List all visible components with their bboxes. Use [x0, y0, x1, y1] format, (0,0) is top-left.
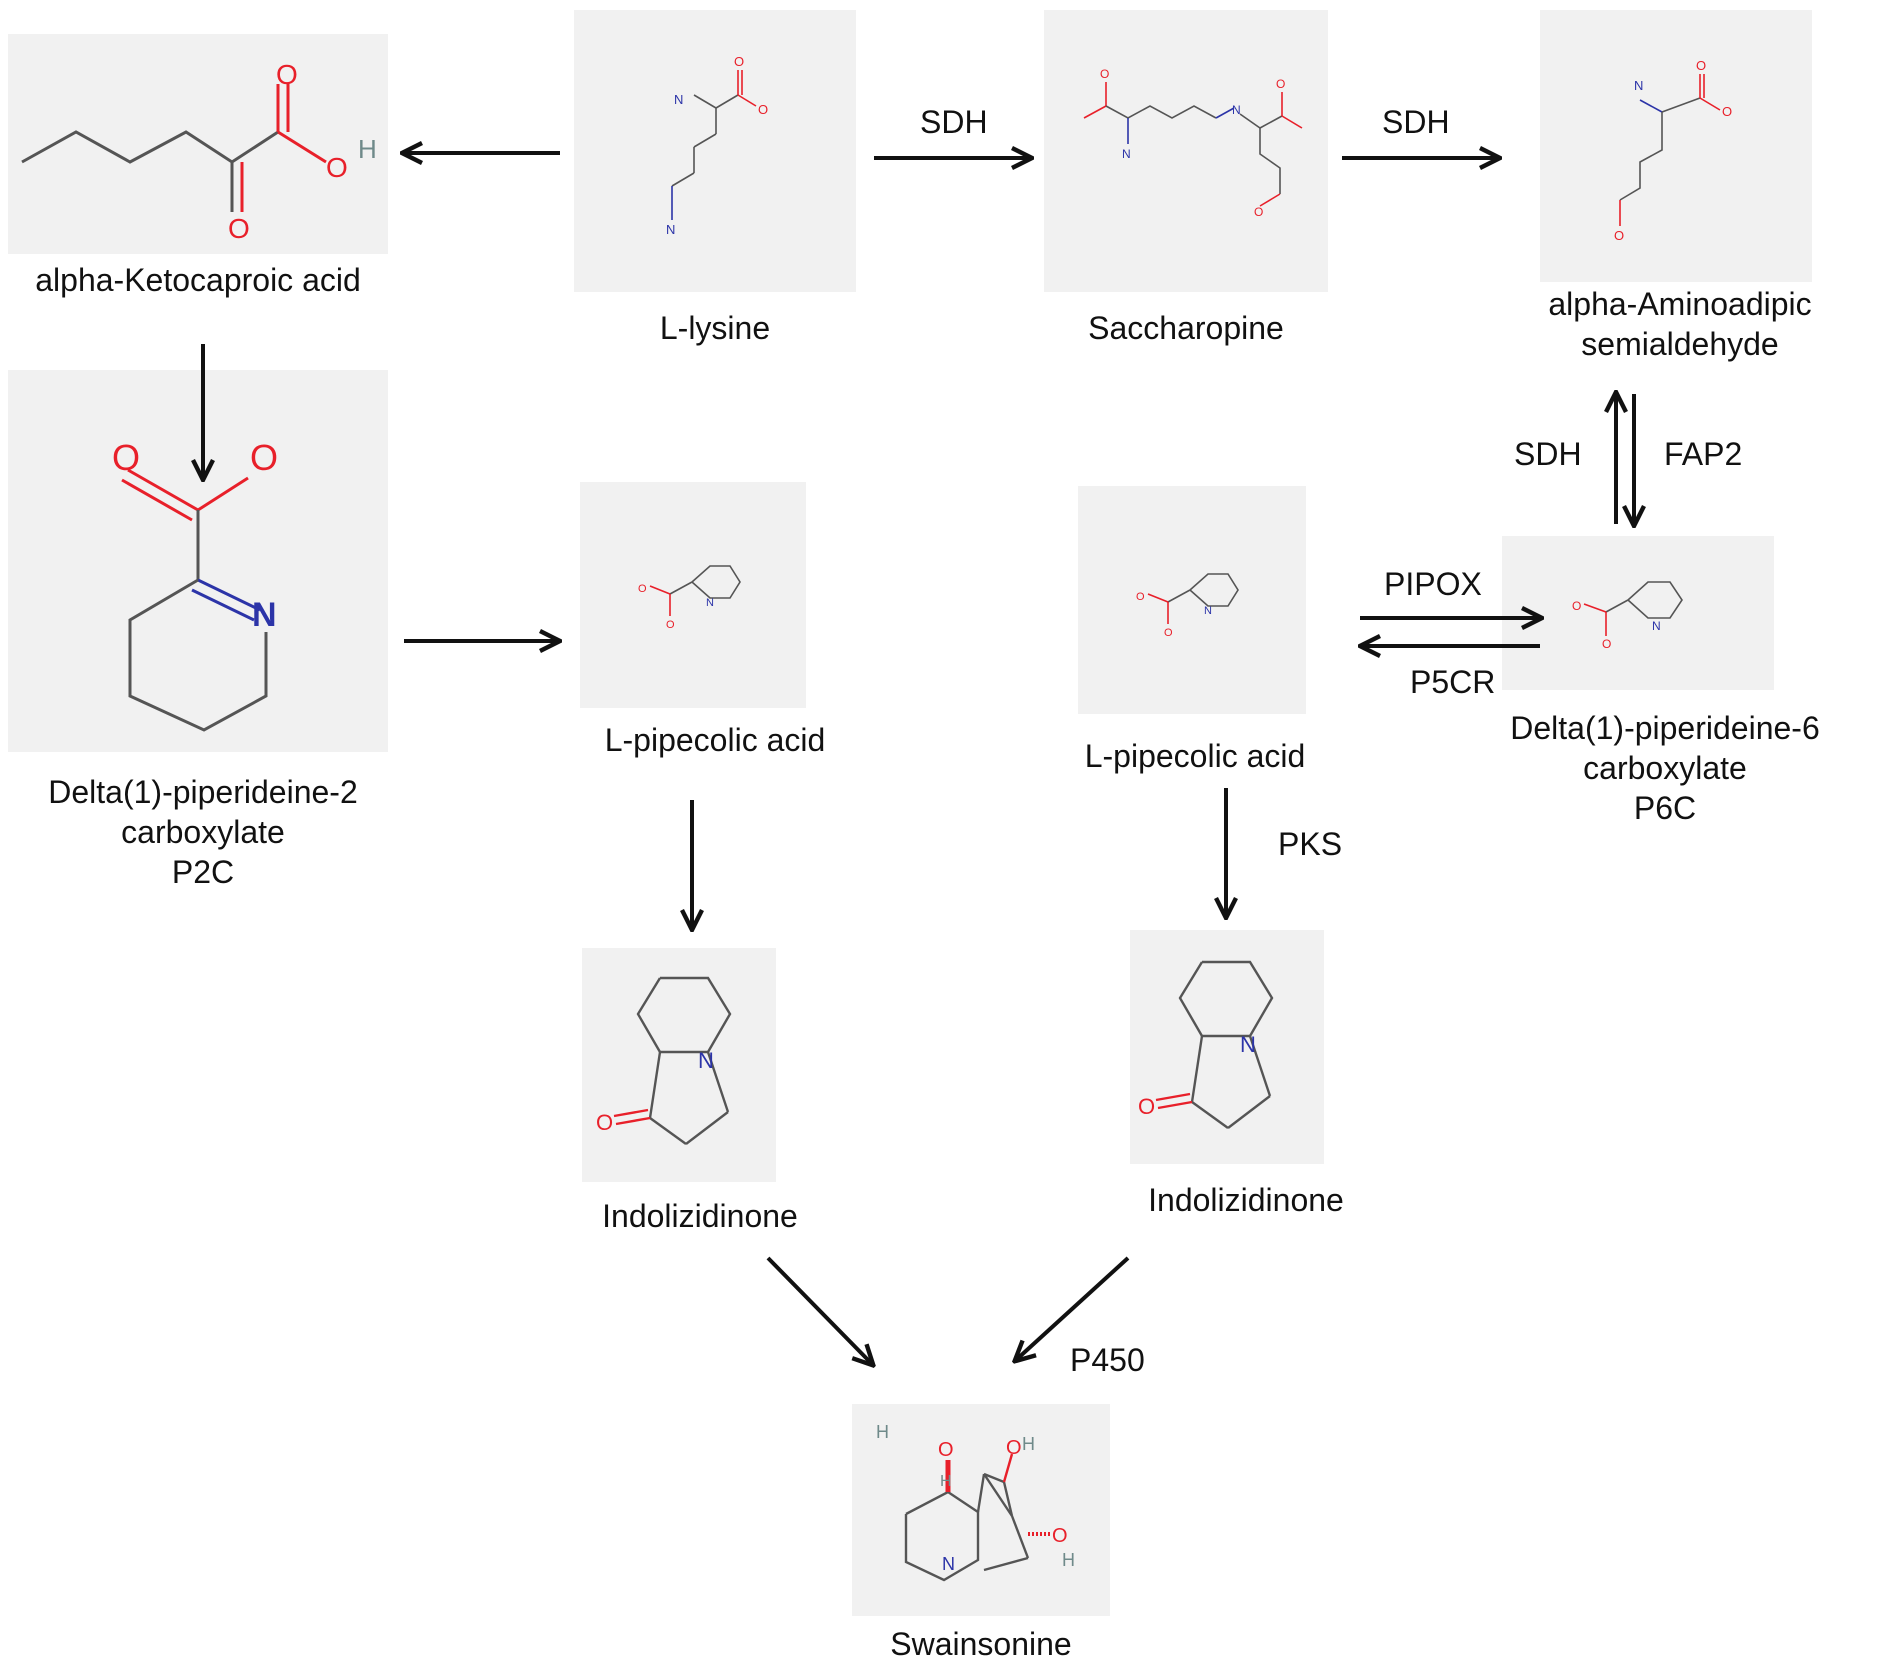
p2c-label-line3: P2C — [171, 854, 235, 890]
pipecolic-left-label: L-pipecolic acid — [604, 722, 826, 758]
oxygen-atom: O — [938, 1439, 954, 1461]
enzyme-p450: P450 — [1070, 1342, 1145, 1378]
oxygen-atom: O — [1164, 627, 1173, 639]
hydrogen-atom: H — [1022, 1434, 1035, 1454]
nitrogen-atom: N — [706, 597, 714, 609]
oxygen-atom: O — [1254, 205, 1263, 219]
oxygen-atom: O — [1006, 1437, 1022, 1459]
enzyme-sdh-saccharopine: SDH — [1382, 104, 1450, 140]
hydrogen-atom: H — [358, 134, 377, 164]
enzyme-sdh-lysine: SDH — [920, 104, 988, 140]
aminoadipic-label-line2: semialdehyde — [1581, 326, 1779, 362]
saccharopine-label: Saccharopine — [1088, 310, 1284, 346]
oxygen-atom: O — [1722, 104, 1732, 119]
enzyme-pipox: PIPOX — [1384, 566, 1482, 602]
nitrogen-atom: N — [1634, 78, 1643, 93]
oxygen-atom: O — [250, 437, 278, 478]
oxygen-atom: O — [1100, 67, 1109, 81]
nitrogen-atom: N — [1652, 619, 1661, 633]
alpha-ketocaproic-structure: O O O H — [8, 34, 388, 254]
oxygen-atom: O — [1572, 599, 1581, 613]
aminoadipic-label-line1: alpha-Aminoadipic — [1548, 286, 1812, 322]
indolizidinone-right-label: Indolizidinone — [1148, 1182, 1344, 1218]
enzyme-fap2: FAP2 — [1664, 436, 1743, 472]
p6c-label: Delta(1)-piperideine-6 carboxylate P6C — [1480, 708, 1850, 828]
hydrogen-atom: H — [876, 1422, 889, 1442]
nitrogen-atom: N — [252, 596, 277, 634]
enzyme-pks: PKS — [1278, 826, 1343, 862]
nitrogen-atom: N — [1204, 605, 1212, 617]
oxygen-atom: O — [1138, 1094, 1155, 1119]
nitrogen-atom: N — [698, 1048, 714, 1073]
enzyme-p5cr: P5CR — [1410, 664, 1496, 700]
p2c-structure: O O N — [8, 370, 388, 752]
swainsonine-structure: H O N H O H O H — [852, 1404, 1110, 1616]
p6c-label-line1: Delta(1)-piperideine-6 — [1510, 710, 1820, 746]
swainsonine-label: Swainsonine — [890, 1626, 1072, 1656]
oxygen-atom: O — [734, 54, 744, 69]
pipecolic-right-label: L-pipecolic acid — [1084, 738, 1306, 774]
oxygen-atom: O — [596, 1110, 613, 1135]
nitrogen-atom: N — [674, 92, 683, 107]
saccharopine-structure: O N N O O — [1044, 10, 1328, 292]
indolizidinone-right-structure: N O — [1130, 930, 1324, 1164]
enzyme-sdh-reverse: SDH — [1514, 436, 1582, 472]
p2c-label: Delta(1)-piperideine-2 carboxylate P2C — [8, 772, 398, 892]
arrow-indolizidinone-right-to-swainsonine — [1016, 1256, 1130, 1360]
hydrogen-atom: H — [1062, 1550, 1075, 1570]
nitrogen-atom: N — [1232, 103, 1241, 117]
nitrogen-atom: N — [1240, 1032, 1256, 1057]
p2c-label-line2: carboxylate — [121, 814, 285, 850]
arrow-indolizidinone-left-to-swainsonine — [766, 1256, 872, 1364]
oxygen-atom: O — [758, 102, 768, 117]
indolizidinone-left-structure: N O — [582, 948, 776, 1182]
nitrogen-atom: N — [1122, 147, 1131, 161]
p6c-label-line3: P6C — [1633, 790, 1697, 826]
oxygen-atom: O — [326, 152, 348, 183]
p2c-label-line1: Delta(1)-piperideine-2 — [48, 774, 358, 810]
oxygen-atom: O — [1136, 591, 1145, 603]
l-lysine-structure: N O O N — [574, 10, 856, 292]
nitrogen-atom: N — [666, 222, 675, 237]
oxygen-atom: O — [638, 583, 647, 595]
alpha-ketocaproic-label: alpha-Ketocaproic acid — [35, 262, 361, 298]
oxygen-atom: O — [1052, 1525, 1068, 1547]
oxygen-atom: O — [228, 213, 250, 244]
nitrogen-atom: N — [942, 1554, 955, 1574]
pipecolic-left-structure: O O N — [580, 482, 806, 708]
oxygen-atom: O — [666, 619, 675, 631]
pipecolic-right-structure: O O N — [1078, 486, 1306, 714]
oxygen-atom: O — [1696, 58, 1706, 73]
oxygen-atom: O — [112, 437, 140, 478]
aminoadipic-structure: N O O O — [1540, 10, 1812, 282]
oxygen-atom: O — [1276, 77, 1285, 91]
oxygen-atom: O — [1602, 637, 1611, 651]
hydrogen-atom: H — [940, 1473, 952, 1490]
oxygen-atom: O — [1614, 228, 1624, 243]
indolizidinone-left-label: Indolizidinone — [602, 1198, 798, 1234]
p6c-label-line2: carboxylate — [1583, 750, 1747, 786]
oxygen-atom: O — [276, 59, 298, 90]
l-lysine-label: L-lysine — [659, 310, 771, 346]
aminoadipic-label: alpha-Aminoadipic semialdehyde — [1500, 284, 1860, 364]
p6c-structure: O O N — [1502, 536, 1774, 690]
